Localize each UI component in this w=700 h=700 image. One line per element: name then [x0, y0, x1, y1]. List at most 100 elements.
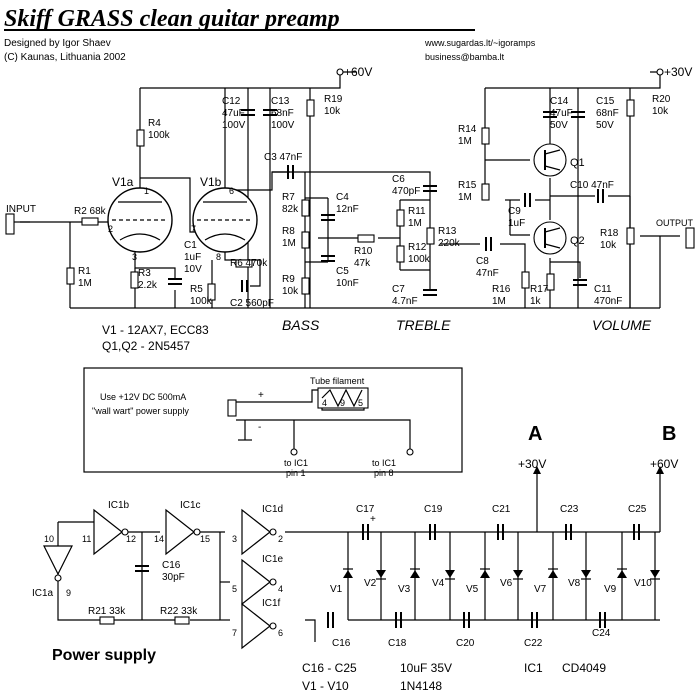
- treble-label: TREBLE: [396, 317, 451, 333]
- power-supply-label: Power supply: [52, 647, 156, 664]
- legend-ic-name: IC1: [524, 661, 543, 675]
- input-label: INPUT: [6, 204, 36, 215]
- filament-label: Tube filament: [310, 376, 365, 386]
- ic1a-gate-icon: [43, 545, 73, 576]
- q1-label: Q1: [570, 157, 585, 169]
- c6-label: C6: [392, 174, 405, 185]
- r10-value: 47k: [354, 258, 371, 269]
- pin-12: 12: [126, 534, 136, 544]
- r22-icon: [174, 616, 190, 625]
- c8-value: 47nF: [476, 268, 499, 279]
- r7-label: R7: [282, 192, 295, 203]
- pin-2: 2: [278, 534, 283, 544]
- r13-label: R13: [438, 226, 457, 237]
- rail-plus30-label: +30V: [664, 65, 692, 79]
- c14-label: C14: [550, 96, 569, 107]
- resistor-bodies: [66, 99, 635, 301]
- filament-pin-9: 9: [340, 398, 345, 408]
- filament-pin-5: 5: [358, 398, 363, 408]
- author-email: business@bamba.lt: [425, 52, 505, 62]
- ic1e-gate-icon: [241, 558, 271, 606]
- r15-value: 1M: [458, 192, 472, 203]
- location-line: (C) Kaunas, Lithuania 2002: [4, 52, 126, 63]
- tube-v1b: [192, 187, 258, 253]
- r19-value: 10k: [324, 106, 341, 117]
- output-arrows: [533, 466, 664, 474]
- c8-label: C8: [476, 256, 489, 267]
- c4-value: 12nF: [336, 204, 359, 215]
- c13-rating: 100V: [271, 120, 295, 131]
- to-ic1-pin1-line1: to IC1: [284, 458, 308, 468]
- cap-c21-label: C21: [492, 504, 511, 515]
- pin-9: 9: [66, 588, 71, 598]
- plus-label: +: [258, 390, 264, 401]
- parts-note-jfet: Q1,Q2 - 2N5457: [102, 339, 190, 353]
- osc-cap-c16: [135, 565, 149, 572]
- c12-value: 47uF: [222, 108, 245, 119]
- filament-coil-icon: [321, 388, 363, 408]
- pin-6: 6: [278, 628, 283, 638]
- r18-label: R18: [600, 228, 619, 239]
- ic1b-gate-icon: [93, 508, 123, 556]
- c9-value: 1uF: [508, 218, 525, 229]
- pin-8-label: 8: [216, 252, 221, 262]
- r15-label: R15: [458, 180, 477, 191]
- diode-v1-label: V1: [330, 584, 343, 595]
- diode-v3-label: V3: [398, 584, 411, 595]
- pin-4: 4: [278, 584, 283, 594]
- tube-v1b-label: V1b: [200, 175, 222, 189]
- legend-diode-range: V1 - V10: [302, 679, 349, 693]
- osc-c16-value: 30pF: [162, 572, 185, 583]
- cap-c19-label: C19: [424, 504, 443, 515]
- osc-c16-label: C16: [162, 560, 181, 571]
- c10-label: C10 47nF: [570, 180, 614, 191]
- filament-box: [83, 367, 463, 473]
- ic1d-gate-icon: [241, 508, 271, 556]
- c15-rating: 50V: [596, 120, 614, 131]
- c14-rating: 50V: [550, 120, 568, 131]
- ic1a-label: IC1a: [32, 588, 54, 599]
- out-60v-label: +60V: [650, 457, 678, 471]
- pin-3: 3: [232, 534, 237, 544]
- legend-cap-range: C16 - C25: [302, 661, 357, 675]
- pin-6-label: 6: [229, 186, 234, 196]
- r16-value: 1M: [492, 296, 506, 307]
- r13-value: 220k: [438, 238, 461, 249]
- r20-value: 10k: [652, 106, 669, 117]
- ic1f-label: IC1f: [262, 598, 281, 609]
- pin-7-label: 7: [191, 224, 196, 234]
- ic1c-label: IC1c: [180, 500, 201, 511]
- r14-label: R14: [458, 124, 477, 135]
- node-b-label: B: [662, 423, 676, 445]
- c15-label: C15: [596, 96, 615, 107]
- c7-value: 4.7nF: [392, 296, 418, 307]
- cap-c20-label: C20: [456, 638, 475, 649]
- pin-2-label: 2: [108, 224, 113, 234]
- r3-label: R3: [138, 268, 151, 279]
- c4-label: C4: [336, 192, 349, 203]
- c11-value: 470nF: [594, 296, 622, 307]
- capacitor-symbols: [168, 109, 604, 296]
- r2-label: R2 68k: [74, 206, 107, 217]
- r1-label: R1: [78, 266, 91, 277]
- bass-label: BASS: [282, 317, 320, 333]
- ladder-diodes: [343, 532, 660, 620]
- r12-value: 100k: [408, 254, 431, 265]
- ic1c-gate-icon: [165, 508, 195, 556]
- r11-label: R11: [408, 206, 426, 217]
- r11-value: 1M: [408, 218, 422, 229]
- r6-label: R6 470k: [230, 258, 268, 269]
- to-ic1-pin8-line1: to IC1: [372, 458, 396, 468]
- r14-value: 1M: [458, 136, 472, 147]
- r1-value: 1M: [78, 278, 92, 289]
- cap-c23-label: C23: [560, 504, 579, 515]
- c13-value: 68nF: [271, 108, 294, 119]
- c5-value: 10nF: [336, 278, 359, 289]
- author-line: Designed by Igor Shaev: [4, 38, 111, 49]
- tube-v1a-label: V1a: [112, 175, 134, 189]
- r3-value: 2.2k: [138, 280, 158, 291]
- r8-label: R8: [282, 226, 295, 237]
- r4-label: R4: [148, 118, 161, 129]
- c3-label: C3 47nF: [264, 152, 302, 163]
- output-jack-icon: [685, 227, 695, 249]
